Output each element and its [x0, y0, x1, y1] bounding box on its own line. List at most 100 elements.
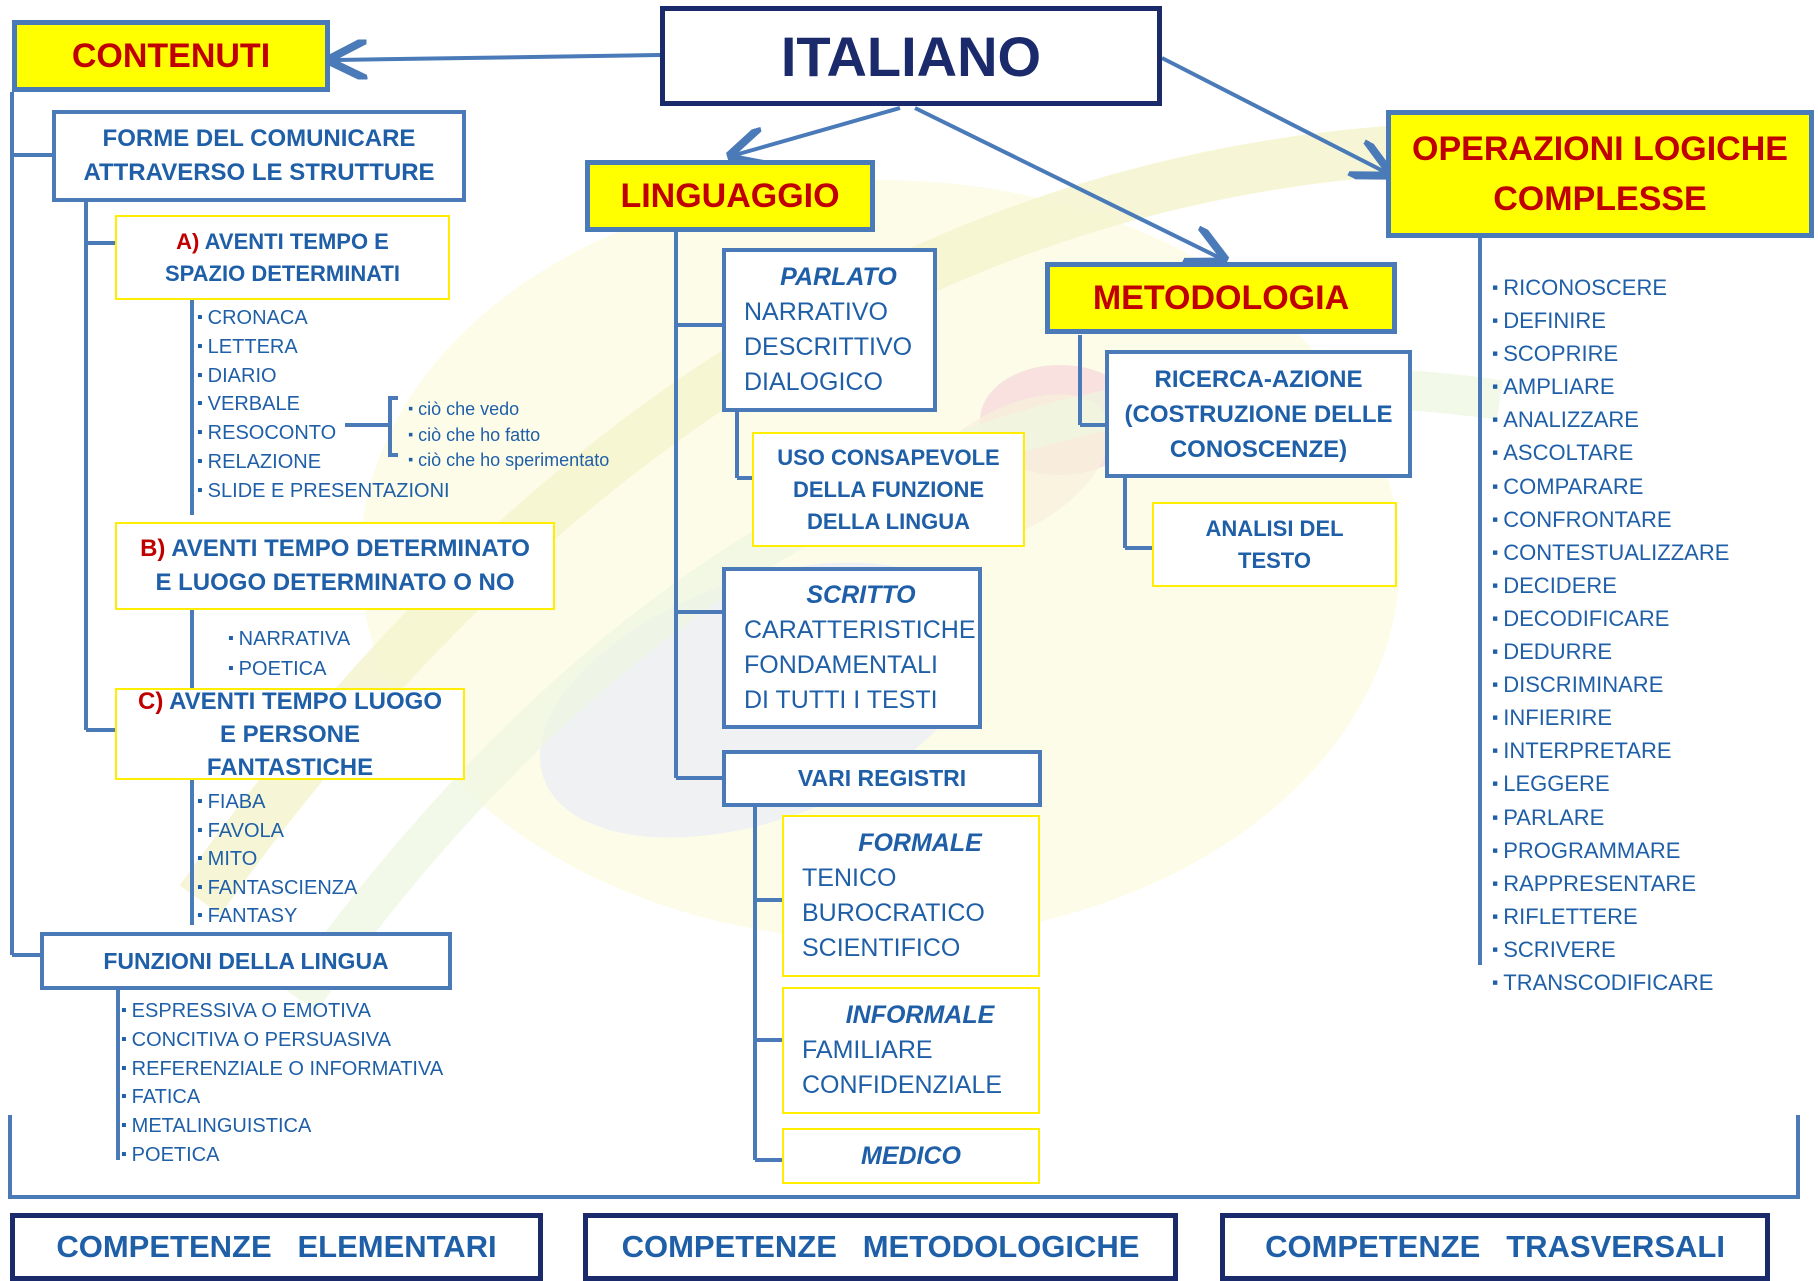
- list-item: FIABA: [197, 788, 357, 817]
- formale-line: BUROCRATICO: [802, 899, 985, 927]
- list-item: RAPPRESENTARE: [1492, 867, 1729, 900]
- operazioni-label: OPERAZIONI LOGICHE COMPLESSE: [1412, 130, 1788, 218]
- metodologia-label: METODOLOGIA: [1092, 278, 1350, 317]
- group-c-label: AVENTI TEMPO LUOGO E PERSONE FANTASTICHE: [169, 687, 442, 781]
- analisi-label: ANALISI DEL TESTO: [1205, 515, 1344, 573]
- ricerca-label: RICERCA-AZIONE (COSTRUZIONE DELLE CONOSC…: [1124, 365, 1393, 463]
- operazioni-box: OPERAZIONI LOGICHE COMPLESSE: [1386, 110, 1814, 238]
- list-item: RIFLETTERE: [1492, 900, 1729, 933]
- informale-box: INFORMALE FAMILIARE CONFIDENZIALE: [782, 987, 1040, 1114]
- parlato-title: PARLATO: [780, 263, 897, 291]
- list-item: SCOPRIRE: [1492, 337, 1729, 370]
- parlato-line: NARRATIVO: [744, 298, 888, 326]
- analisi-box: ANALISI DEL TESTO: [1152, 502, 1397, 587]
- list-item: ANALIZZARE: [1492, 403, 1729, 436]
- funzioni-label: FUNZIONI DELLA LINGUA: [103, 947, 389, 974]
- list-item: POETICA: [121, 1141, 443, 1170]
- competenze-metodologiche-label: COMPETENZE METODOLOGICHE: [621, 1229, 1140, 1264]
- forme-label: FORME DEL COMUNICARE ATTRAVERSO LE STRUT…: [83, 125, 435, 186]
- competenze-trasversali-label: COMPETENZE TRASVERSALI: [1265, 1229, 1725, 1264]
- forme-box: FORME DEL COMUNICARE ATTRAVERSO LE STRUT…: [52, 110, 466, 202]
- list-item: INTERPRETARE: [1492, 734, 1729, 767]
- list-item: RESOCONTO: [197, 419, 450, 448]
- list-item: NARRATIVA: [228, 624, 351, 654]
- contenuti-label: CONTENUTI: [71, 36, 271, 75]
- parlato-line: DESCRITTIVO: [744, 333, 913, 361]
- linguaggio-label: LINGUAGGIO: [620, 176, 840, 215]
- list-item: CONTESTUALIZZARE: [1492, 536, 1729, 569]
- list-item: FANTASY: [197, 902, 357, 931]
- informale-line: FAMILIARE: [802, 1036, 933, 1064]
- group-c-box: C) AVENTI TEMPO LUOGO E PERSONE FANTASTI…: [115, 687, 465, 781]
- list-item: FANTASCIENZA: [197, 874, 358, 903]
- funzioni-list: ESPRESSIVA O EMOTIVA CONCITIVA O PERSUAS…: [121, 997, 444, 1170]
- list-item: MITO: [197, 845, 357, 874]
- metodologia-box: METODOLOGIA: [1045, 262, 1397, 334]
- funzioni-box: FUNZIONI DELLA LINGUA: [40, 932, 452, 990]
- group-b-letter: B): [140, 535, 166, 562]
- scritto-title: SCRITTO: [806, 581, 916, 609]
- scritto-box: SCRITTO CARATTERISTICHE FONDAMENTALI DI …: [722, 567, 982, 729]
- group-b-list: NARRATIVA POETICA: [228, 624, 351, 684]
- group-b-box: B) AVENTI TEMPO DETERMINATO E LUOGO DETE…: [115, 522, 555, 610]
- group-c-letter: C): [137, 687, 164, 715]
- list-item: CONFRONTARE: [1492, 503, 1729, 536]
- list-item: PROGRAMMARE: [1492, 834, 1729, 867]
- page-title: ITALIANO: [780, 24, 1042, 88]
- list-item: SCRIVERE: [1492, 933, 1729, 966]
- list-item: ESPRESSIVA O EMOTIVA: [121, 997, 443, 1026]
- informale-line: CONFIDENZIALE: [802, 1071, 1003, 1099]
- uso-label: USO CONSAPEVOLE DELLA FUNZIONE DELLA LIN…: [777, 444, 1000, 534]
- contenuti-box: CONTENUTI: [12, 20, 330, 92]
- list-item: REFERENZIALE O INFORMATIVA: [121, 1055, 444, 1084]
- informale-title: INFORMALE: [845, 1001, 995, 1029]
- scritto-line: FONDAMENTALI: [744, 651, 938, 679]
- list-item: ciò che ho sperimentato: [408, 448, 609, 474]
- list-item: FATICA: [121, 1083, 443, 1112]
- list-item: DEDURRE: [1492, 635, 1729, 668]
- list-item: RELAZIONE: [197, 448, 450, 477]
- group-b-label: AVENTI TEMPO DETERMINATO E LUOGO DETERMI…: [155, 535, 530, 596]
- competenze-elementari-label: COMPETENZE ELEMENTARI: [56, 1229, 497, 1264]
- list-item: ciò che ho fatto: [408, 423, 609, 449]
- registri-box: VARI REGISTRI: [722, 750, 1042, 807]
- list-item: AMPLIARE: [1492, 370, 1729, 403]
- list-item: POETICA: [228, 654, 350, 684]
- list-item: PARLARE: [1492, 801, 1729, 834]
- formale-line: SCIENTIFICO: [802, 934, 961, 962]
- list-item: TRANSCODIFICARE: [1492, 966, 1729, 999]
- list-item: FAVOLA: [197, 817, 357, 846]
- list-item: LEGGERE: [1492, 767, 1729, 800]
- list-item: LETTERA: [197, 333, 450, 362]
- list-item: ASCOLTARE: [1492, 436, 1729, 469]
- list-item: DEFINIRE: [1492, 304, 1729, 337]
- parlato-line: DIALOGICO: [744, 368, 883, 396]
- group-a-letter: A): [176, 228, 200, 254]
- formale-title: FORMALE: [858, 829, 982, 857]
- list-item: RICONOSCERE: [1492, 271, 1729, 304]
- group-a-label: AVENTI TEMPO E SPAZIO DETERMINATI: [164, 228, 401, 286]
- competenze-elementari-box: COMPETENZE ELEMENTARI: [10, 1213, 543, 1281]
- list-item: DIARIO: [197, 362, 450, 391]
- list-item: DISCRIMINARE: [1492, 668, 1729, 701]
- ricerca-box: RICERCA-AZIONE (COSTRUZIONE DELLE CONOSC…: [1105, 350, 1412, 478]
- list-item: ciò che vedo: [408, 397, 609, 423]
- group-a-list: CRONACA LETTERA DIARIO VERBALE RESOCONTO…: [197, 304, 450, 506]
- list-item: CONCITIVA O PERSUASIVA: [121, 1026, 443, 1055]
- group-c-list: FIABA FAVOLA MITO FANTASCIENZA FANTASY: [197, 788, 358, 931]
- uso-box: USO CONSAPEVOLE DELLA FUNZIONE DELLA LIN…: [752, 432, 1025, 547]
- list-item: METALINGUISTICA: [121, 1112, 443, 1141]
- medico-label: MEDICO: [861, 1141, 961, 1170]
- scritto-line: DI TUTTI I TESTI: [744, 686, 938, 714]
- formale-line: TENICO: [802, 864, 897, 892]
- list-item: SLIDE E PRESENTAZIONI: [197, 477, 450, 506]
- resoconto-list: ciò che vedo ciò che ho fatto ciò che ho…: [408, 397, 609, 474]
- linguaggio-box: LINGUAGGIO: [585, 160, 875, 232]
- list-item: DECODIFICARE: [1492, 602, 1729, 635]
- list-item: CRONACA: [197, 304, 450, 333]
- list-item: COMPARARE: [1492, 470, 1729, 503]
- scritto-line: CARATTERISTICHE: [744, 616, 976, 644]
- list-item: DECIDERE: [1492, 569, 1729, 602]
- competenze-trasversali-box: COMPETENZE TRASVERSALI: [1220, 1213, 1770, 1281]
- group-a-box: A) AVENTI TEMPO E SPAZIO DETERMINATI: [115, 215, 450, 300]
